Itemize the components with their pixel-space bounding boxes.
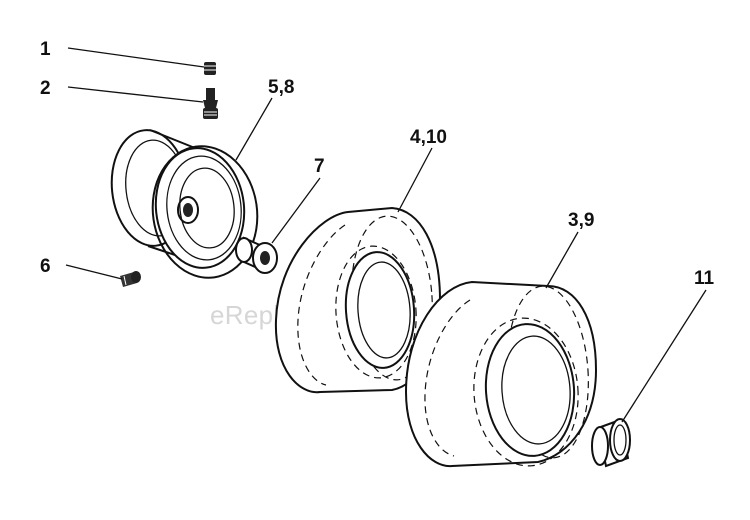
callout-2: 2 — [40, 78, 51, 99]
hub-cap-icon — [591, 418, 631, 468]
leader-line-2 — [67, 86, 204, 103]
leader-line-3-9 — [545, 231, 579, 289]
callout-5-8: 5,8 — [268, 77, 294, 98]
leader-line-6 — [65, 264, 123, 280]
wheel-rim-icon — [110, 129, 259, 279]
callout-4-10: 4,10 — [410, 127, 447, 148]
valve-stem-icon — [203, 88, 218, 119]
tire-icon-rear — [404, 280, 598, 468]
tire-icon — [274, 206, 442, 394]
leader-line-1 — [67, 47, 205, 68]
valve-cap-icon — [204, 62, 216, 75]
grease-fitting-icon — [120, 271, 141, 287]
bushing-icon — [235, 236, 278, 274]
callout-7: 7 — [314, 156, 325, 177]
leader-line-11 — [621, 289, 707, 423]
callout-1: 1 — [40, 39, 51, 60]
leader-line-4-10 — [397, 147, 433, 213]
leader-line-5-8 — [235, 97, 273, 161]
callout-11: 11 — [694, 268, 715, 289]
callout-6: 6 — [40, 256, 51, 277]
callout-3-9: 3,9 — [568, 210, 594, 231]
leader-line-7 — [271, 177, 321, 244]
